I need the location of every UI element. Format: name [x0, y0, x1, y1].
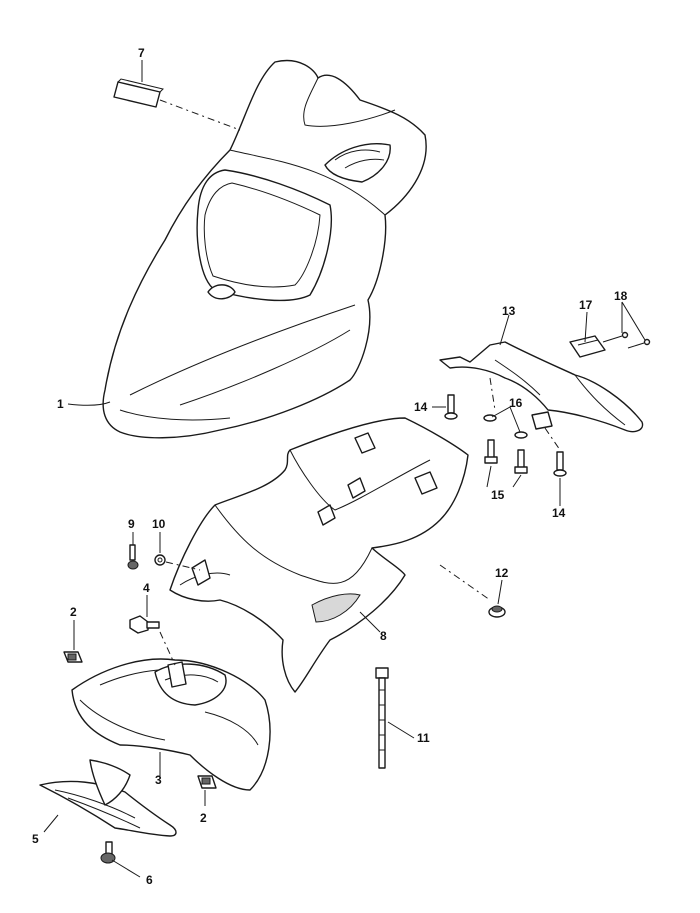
callout-16: 16 [509, 396, 523, 410]
bolt-14-right [553, 451, 567, 477]
callout-1: 1 [57, 397, 64, 411]
clip-nut-2-upper [63, 651, 83, 663]
bolt-14-left [444, 394, 458, 420]
callout-18: 18 [614, 289, 628, 303]
bolt-4 [129, 615, 160, 634]
clip-nut-2-lower [197, 775, 217, 789]
bolt-15 [484, 439, 528, 474]
inner-shield-part [169, 417, 491, 693]
callout-8: 8 [380, 629, 387, 643]
callout-2-lower: 2 [200, 811, 207, 825]
callout-9: 9 [128, 517, 135, 531]
callout-6: 6 [146, 873, 153, 887]
callout-3: 3 [155, 773, 162, 787]
rivet-part [602, 331, 651, 349]
callout-labels: 1 2 2 3 4 5 6 7 8 9 10 11 12 13 14 14 15… [32, 46, 628, 887]
splash-plate-part [39, 759, 177, 837]
front-shield-part [102, 59, 427, 439]
callout-2-upper: 2 [70, 605, 77, 619]
washer-10 [154, 554, 201, 571]
washer-16 [483, 414, 528, 439]
inner-fender-part [71, 631, 271, 791]
callout-5: 5 [32, 832, 39, 846]
callout-14-left: 14 [414, 400, 428, 414]
rear-bracket-part [439, 341, 644, 451]
callout-10: 10 [152, 517, 166, 531]
callout-14-right: 14 [552, 506, 566, 520]
callout-15: 15 [491, 488, 505, 502]
clip-plate-part [569, 335, 606, 358]
callout-13: 13 [502, 304, 516, 318]
callout-11: 11 [417, 731, 430, 745]
callout-4: 4 [143, 581, 150, 595]
screw-9 [127, 544, 139, 570]
cable-tie-11 [375, 667, 389, 769]
callout-17: 17 [579, 298, 593, 312]
screw-6 [100, 841, 116, 864]
grommet-12 [488, 605, 506, 618]
callout-12: 12 [495, 566, 509, 580]
emblem-part [113, 78, 241, 131]
leader-lines [43, 60, 646, 878]
callout-7: 7 [138, 46, 145, 60]
